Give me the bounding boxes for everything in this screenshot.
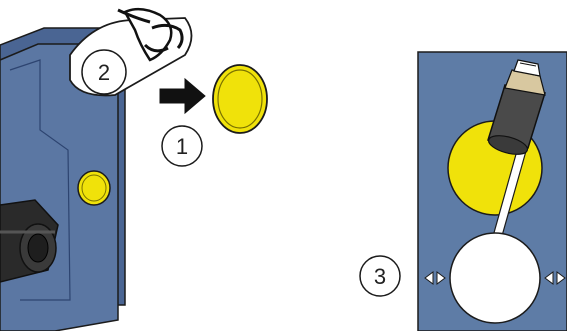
sensor-fitting-line bbox=[519, 62, 537, 67]
yellow-cap-ring bbox=[217, 69, 263, 129]
step-label-1: 1 bbox=[176, 134, 188, 159]
sensor-fitting-cap bbox=[513, 59, 541, 77]
housing-yellow-button-ring bbox=[81, 174, 107, 202]
yellow-cap-outer bbox=[212, 64, 268, 134]
connector-socket-inner bbox=[27, 233, 49, 263]
cover-tab-circle bbox=[81, 49, 127, 95]
hinge-arrow-icon bbox=[424, 271, 566, 285]
housing-panel-seam bbox=[9, 59, 71, 301]
sensor-body bbox=[487, 59, 546, 155]
cable-connector bbox=[0, 199, 59, 283]
arrow-right-icon bbox=[159, 77, 206, 115]
sensor-bottom bbox=[487, 135, 529, 155]
valve-indicator-disc bbox=[449, 232, 541, 324]
valve-panel bbox=[417, 51, 567, 331]
step-badge-1: 1 bbox=[161, 125, 203, 167]
hand-icon bbox=[117, 7, 184, 62]
step-label-2: 2 bbox=[98, 60, 110, 85]
step-badge-1-circle bbox=[161, 125, 203, 167]
step-label-3: 3 bbox=[374, 264, 386, 289]
step-badge-3: 3 bbox=[359, 255, 401, 297]
yellow-cap bbox=[212, 64, 268, 134]
housing-yellow-button bbox=[77, 170, 111, 206]
step-badge-3-circle bbox=[359, 255, 401, 297]
